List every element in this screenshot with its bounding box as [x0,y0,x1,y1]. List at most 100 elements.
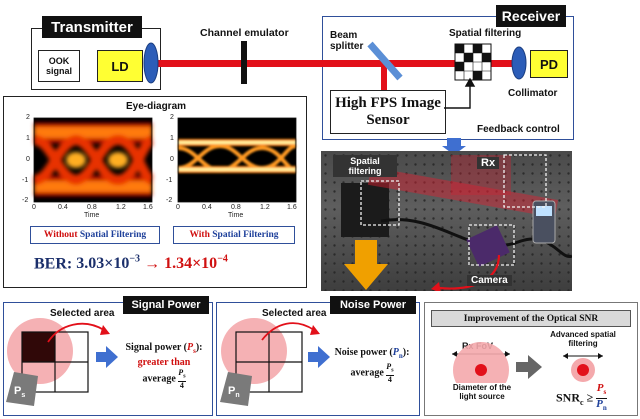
channel-emulator-plate [241,41,247,84]
signal-average: average Ps 4 [118,369,210,390]
spatial-filtering-label: Spatial filtering [449,28,522,39]
photo-label-camera: Camera [467,275,512,286]
y-tick: -2 [22,197,29,204]
ber-before: 3.03×10−3 [76,254,141,273]
y-tick: -1 [22,177,29,184]
noise-average: average Ps 4 [328,363,416,384]
noise-sub: n [398,352,403,360]
y-tick: 1 [170,135,174,142]
noise-fraction: Ps 4 [386,363,394,384]
signal-greater-than: greater than [137,357,191,368]
ber-label: BER: [34,255,73,273]
noise-red-arrow [261,322,315,341]
ber-after-value: 1.34×10 [164,255,218,273]
ber-before-exp: −3 [129,254,141,265]
ber-after-exp: −4 [217,254,228,265]
x-tick: 0.8 [231,204,241,211]
noise-frac-den: 4 [387,374,392,384]
ber-before-value: 3.03×10 [76,255,130,273]
pd-box: PD [530,50,568,78]
ber-arrow: → [144,255,161,273]
photo-spatial-text: Spatial filtering [348,156,382,176]
signal-sym: P [186,342,194,353]
photo-box-camera [468,224,515,266]
snr-gray-arrow [516,355,542,379]
noise-sym: P [392,347,399,358]
hand-sub: s [21,392,26,400]
snr-panel [424,302,638,416]
eye-plot-without-filter [32,117,155,203]
snr-formula: SNRc ≥ Ps Pn [556,383,607,414]
ld-label: LD [111,58,129,74]
feedback-control-label: Feedback control [477,124,560,135]
photo-box-rx [503,154,547,208]
noise-hand-label: Pn [228,385,240,399]
ld-box: LD [97,50,143,82]
receiver-down-arrow [442,138,466,155]
snr-sub: c [580,397,584,407]
noise-blue-arrow [308,346,330,368]
diameter-text: Diameter of the light source [452,383,512,401]
signal-selected-area-label: Selected area [50,308,115,319]
ook-signal-box: OOK signal [38,50,80,82]
snr-den-sub: n [602,404,607,413]
noise-line1-a: Noise power ( [334,347,393,358]
advanced-filtering-label: Advanced spatial filtering [547,330,619,348]
noise-fov-circle [221,318,287,384]
snr-num-sub: s [603,388,607,397]
diameter-label: Diameter of the light source [452,383,512,401]
caption-without-rest: Spatial Filtering [79,230,147,240]
ook-signal-label: OOK signal [45,56,72,76]
photo-label-rx: Rx [477,157,500,169]
signal-blue-arrow [96,346,118,368]
signal-sub: s [193,347,196,355]
image-sensor-label: High FPS Image Sensor [335,95,441,128]
feedback-arrow [444,77,476,109]
signal-frac-sub: s [183,373,186,380]
x-tick: 0 [32,204,36,211]
photo-left-mount [341,183,389,237]
snr-label: SNR [556,390,581,405]
y-tick: 2 [170,114,174,121]
noise-power-title: Noise Power [330,296,416,314]
eye-left-xlabel: Time [84,212,100,219]
receiver-title: Receiver [496,5,566,27]
caption-with-word: With [189,230,210,240]
ber-result: BER: 3.03×10−3 → 1.34×10−4 [34,254,228,273]
x-tick: 1.6 [143,204,153,211]
spatial-filter-grid-icon [454,43,492,81]
caption-without-filtering: Without Spatial Filtering [30,226,160,244]
signal-power-panel [3,302,213,416]
snr-title-box: Improvement of the Optical SNR [431,310,631,327]
y-tick: -1 [166,177,173,184]
x-tick: 0.8 [87,204,97,211]
signal-hand-shape [6,372,38,406]
y-tick: 1 [26,135,30,142]
laser-beam [150,60,525,67]
signal-hand-label: Ps [14,385,25,399]
y-tick: 0 [170,156,174,163]
y-tick: 2 [26,114,30,121]
photo-beam [367,166,559,218]
signal-power-line1: Signal power (Ps): [118,342,210,357]
signal-selected-cell [22,332,55,362]
x-tick: 0 [176,204,180,211]
transmitter-title: Transmitter [42,16,142,38]
signal-fraction: Ps 4 [178,369,186,390]
snr-fraction: Ps Pn [596,383,607,414]
beam-splitter-icon [367,41,403,81]
noise-hand-shape [220,372,252,406]
laser-beam-down [381,64,387,90]
advanced-text: Advanced spatial filtering [550,330,616,348]
signal-power-title: Signal Power [123,296,209,314]
snr-source-dot [475,364,487,376]
ber-after: 1.34×10−4 [164,254,228,273]
beam-splitter-label: Beam splitter [330,30,380,52]
y-tick: 0 [26,156,30,163]
caption-without-word: Without [43,230,78,240]
